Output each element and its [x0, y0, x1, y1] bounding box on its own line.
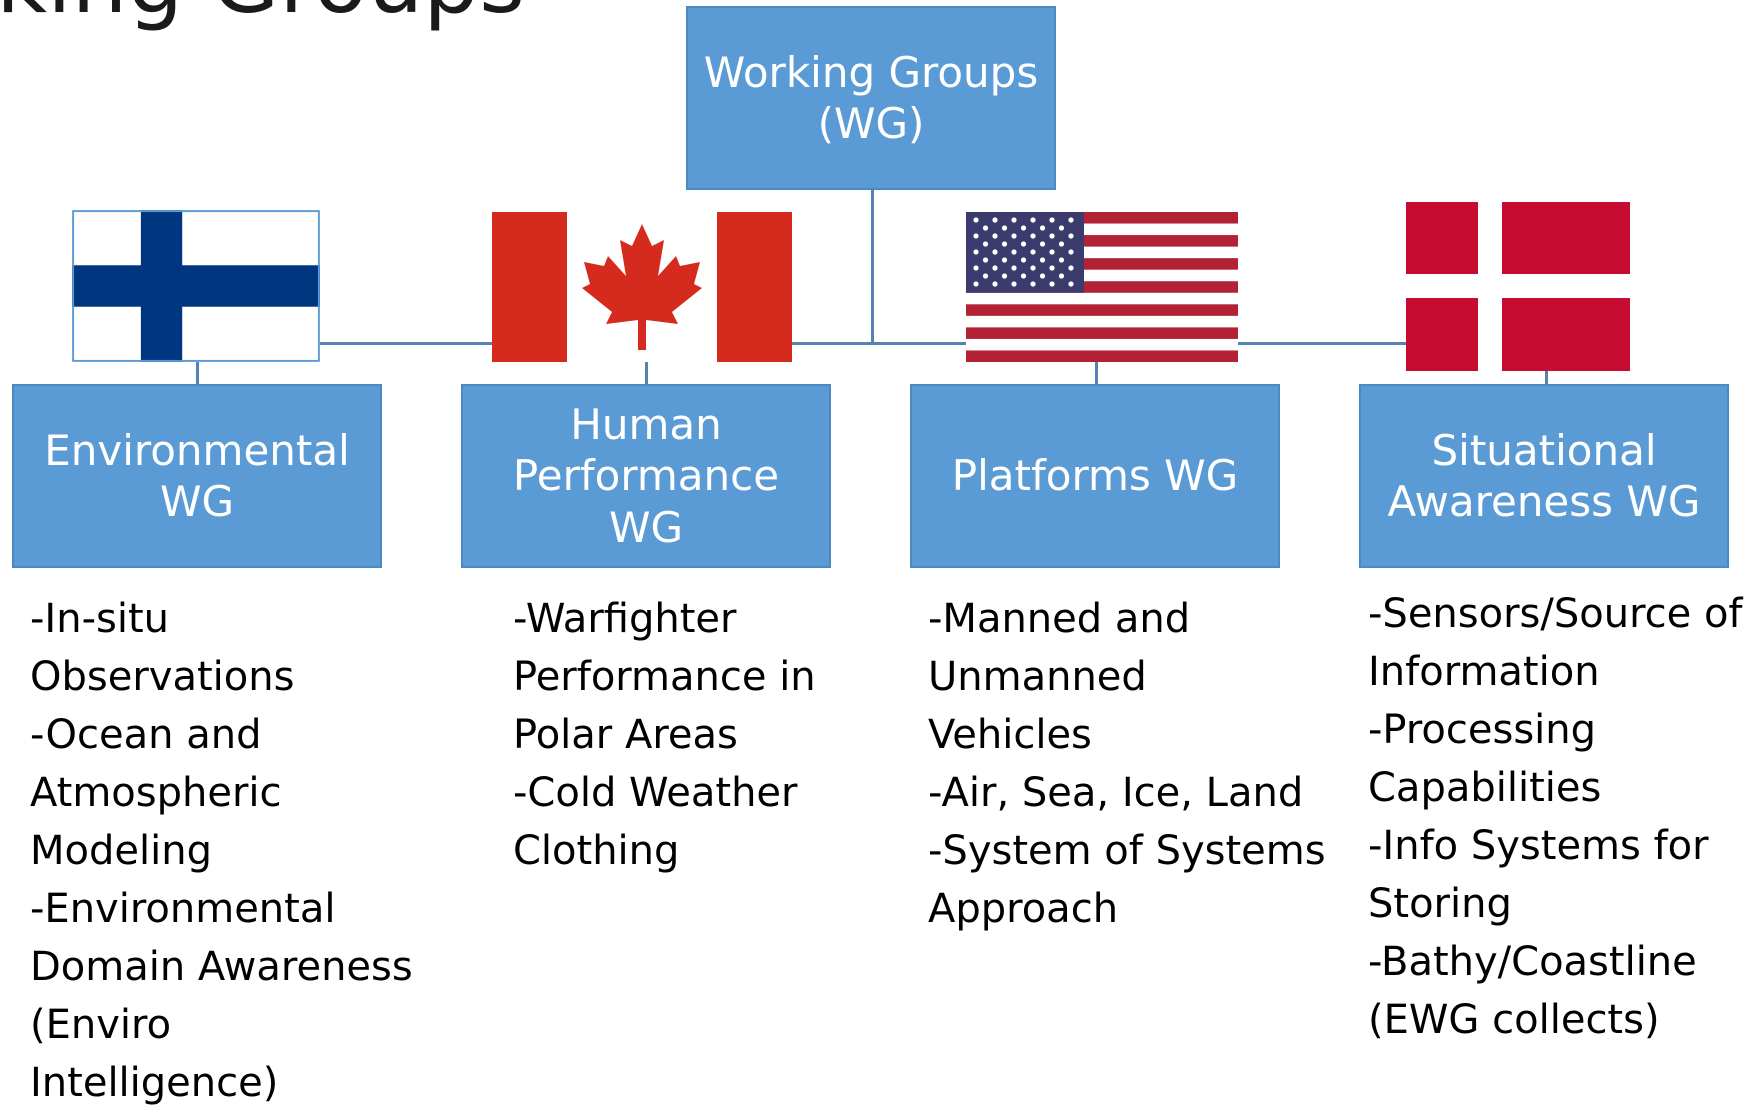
situational-awareness-description-list: -Sensors/Source of Information -Processi…: [1368, 585, 1743, 1049]
group-box-situational-awareness: Situational Awareness WG: [1359, 384, 1729, 568]
list-item: -Cold Weather Clothing: [513, 770, 798, 874]
environmental-description-list: -In-situ Observations -Ocean and Atmosph…: [30, 590, 413, 1112]
list-item: -Air, Sea, Ice, Land: [928, 770, 1304, 816]
usa-flag-icon: [966, 212, 1238, 362]
denmark-flag-icon: [1406, 202, 1630, 371]
group-box-human-performance: Human Performance WG: [461, 384, 831, 568]
group-box-platforms: Platforms WG: [910, 384, 1280, 568]
canada-flag-icon: [492, 212, 792, 362]
list-item: -Environmental Domain Awareness (Enviro …: [30, 886, 413, 1106]
list-item: -Info Systems for Storing: [1368, 823, 1709, 927]
human-performance-description-list: -Warfighter Performance in Polar Areas -…: [513, 590, 816, 880]
list-item: -Sensors/Source of Information: [1368, 591, 1743, 695]
list-item: -Ocean and Atmospheric Modeling: [30, 712, 282, 874]
finland-flag-icon: [72, 210, 320, 362]
list-item: -Warfighter Performance in Polar Areas: [513, 596, 816, 758]
connector-branch-human-performance: [645, 342, 648, 384]
list-item: -Manned and Unmanned Vehicles: [928, 596, 1191, 758]
root-box-working-groups: Working Groups (WG): [686, 6, 1056, 190]
platforms-description-list: -Manned and Unmanned Vehicles -Air, Sea,…: [928, 590, 1326, 938]
slide-title: rking Groups: [0, 0, 525, 26]
connector-branch-platforms: [1095, 342, 1098, 384]
connector-root-vertical: [871, 190, 874, 345]
list-item: -System of Systems Approach: [928, 828, 1326, 932]
connector-horizontal-bus: [196, 342, 1546, 345]
list-item: -Processing Capabilities: [1368, 707, 1602, 811]
group-box-environmental: Environmental WG: [12, 384, 382, 568]
connector-branch-environmental: [196, 342, 199, 384]
list-item: -In-situ Observations: [30, 596, 295, 700]
list-item: -Bathy/Coastline (EWG collects): [1368, 939, 1697, 1043]
